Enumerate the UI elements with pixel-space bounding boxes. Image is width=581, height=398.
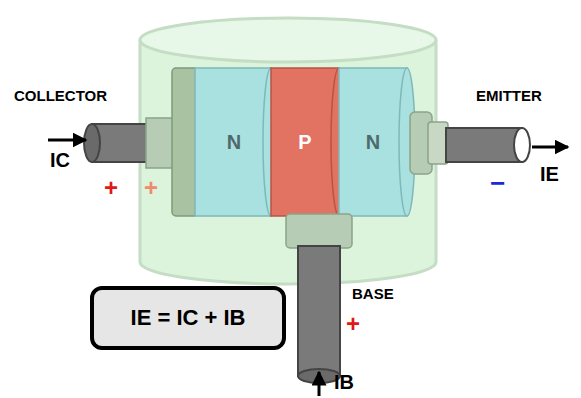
terminal-name: BASE [352, 286, 394, 301]
node-text: N [227, 131, 241, 154]
p-region: P [271, 68, 339, 216]
node-text: P [298, 131, 311, 154]
polarity-sign: + [104, 176, 118, 200]
collector-lead [84, 118, 176, 168]
npn-blocks [195, 68, 415, 216]
terminal-name: COLLECTOR [14, 88, 107, 103]
polarity-sign: + [144, 176, 158, 200]
terminal-name: EMITTER [476, 88, 542, 103]
node-text: IE = IC + IB [131, 305, 246, 331]
polarity-sign: + [346, 312, 360, 336]
housing [140, 18, 436, 284]
emitter-lead [410, 112, 530, 174]
current-label: IC [50, 150, 70, 170]
node-text: N [366, 131, 380, 154]
current-label: IE [540, 164, 559, 184]
current-label: IB [334, 372, 354, 392]
base-lead [286, 214, 352, 383]
n-region: N [197, 68, 271, 216]
n-region: N [339, 68, 407, 216]
collector-plate [172, 68, 198, 216]
current-arrows [48, 140, 568, 396]
formula-box: IE = IC + IB [90, 286, 286, 350]
polarity-sign: − [490, 170, 505, 196]
